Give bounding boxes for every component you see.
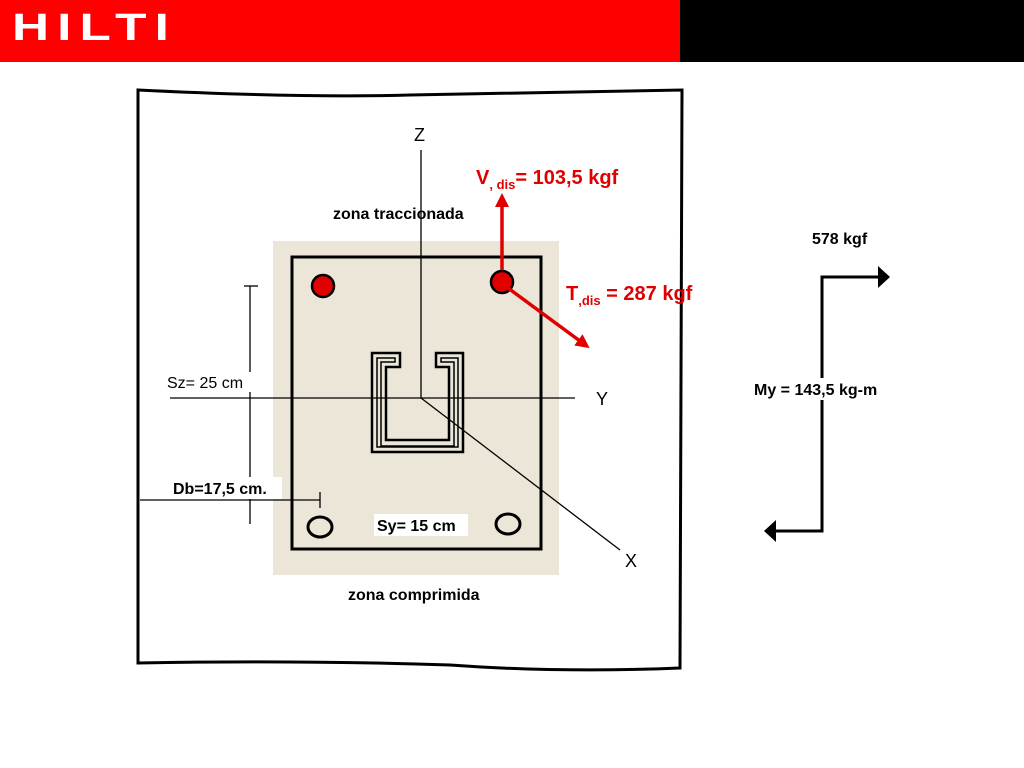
header-black-band <box>680 0 1024 62</box>
sy-label-bg <box>374 514 468 536</box>
sy-label: Sy= 15 cm <box>377 518 456 535</box>
moment-force-label: 578 kgf <box>812 231 868 248</box>
tension-force-value: = 287 kgf <box>601 283 693 305</box>
tension-force-symbol: T <box>566 283 578 305</box>
tension-force-arrow <box>506 286 590 349</box>
anchor-tension-left <box>310 273 336 299</box>
channel-profile-outer <box>370 351 465 454</box>
hilti-logo: HILTI <box>12 7 177 49</box>
compression-zone-label: zona comprimida <box>348 587 480 604</box>
shear-force-label: V, dis= 103,5 kgf <box>476 167 619 192</box>
anchor-compression-left <box>306 515 334 539</box>
axis-x-label: X <box>625 551 637 571</box>
shear-force-value: = 103,5 kgf <box>515 167 618 189</box>
tension-force-subscript: ,dis <box>578 293 600 308</box>
anchor-compression-right <box>494 512 522 536</box>
db-label: Db=17,5 cm. <box>173 481 267 498</box>
anchor-tension-right <box>489 269 515 295</box>
tension-zone-label: zona traccionada <box>333 206 464 223</box>
moment-arrow-bottom-head <box>764 520 776 542</box>
db-label-bg <box>170 477 282 499</box>
moment-arrow-top-head <box>878 266 890 288</box>
moment-label-bg <box>752 378 894 400</box>
shear-force-subscript: , dis <box>489 177 515 192</box>
moment-couple-line <box>772 275 880 533</box>
sz-label-bg <box>165 372 261 392</box>
axis-y-label: Y <box>596 389 608 409</box>
sz-label: Sz= 25 cm <box>167 375 243 392</box>
shear-force-symbol: V <box>476 167 490 189</box>
axis-z-label: Z <box>414 125 425 145</box>
base-plate-outline <box>290 255 543 551</box>
axis-x-line <box>420 397 621 551</box>
tension-force-label: T,dis = 287 kgf <box>566 283 693 308</box>
moment-value-label: My = 143,5 kg-m <box>754 382 877 399</box>
header-red-band: HILTI <box>0 0 680 62</box>
channel-profile-inner <box>376 357 459 448</box>
